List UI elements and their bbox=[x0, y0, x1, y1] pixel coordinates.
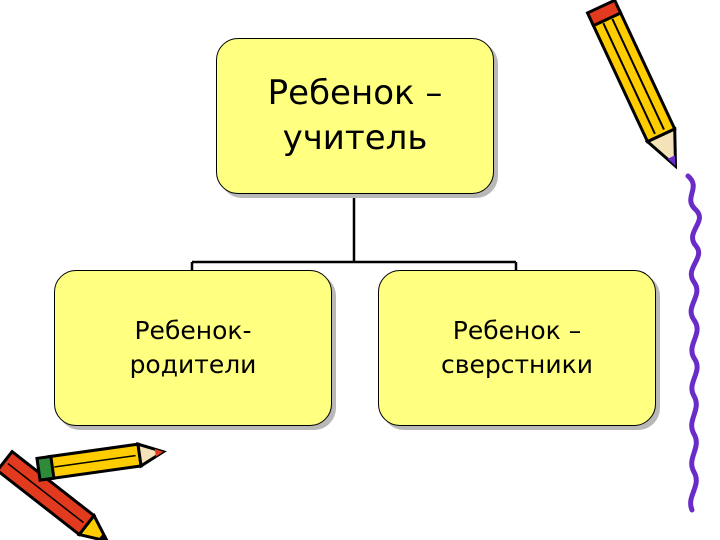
pencil-icon bbox=[0, 449, 110, 540]
pencil-icon bbox=[585, 0, 678, 170]
node-teacher: Ребенок – учитель bbox=[216, 38, 494, 194]
node-parents: Ребенок- родители bbox=[54, 270, 332, 426]
node-peers: Ребенок – сверстники bbox=[378, 270, 656, 426]
node-parents-label: Ребенок- родители bbox=[129, 316, 257, 379]
node-peers-label: Ребенок – сверстники bbox=[441, 316, 593, 379]
connector-lines bbox=[190, 192, 518, 270]
pencil-icon bbox=[35, 442, 167, 482]
node-teacher-label: Ребенок – учитель bbox=[267, 72, 443, 158]
squiggle-line bbox=[685, 173, 702, 513]
